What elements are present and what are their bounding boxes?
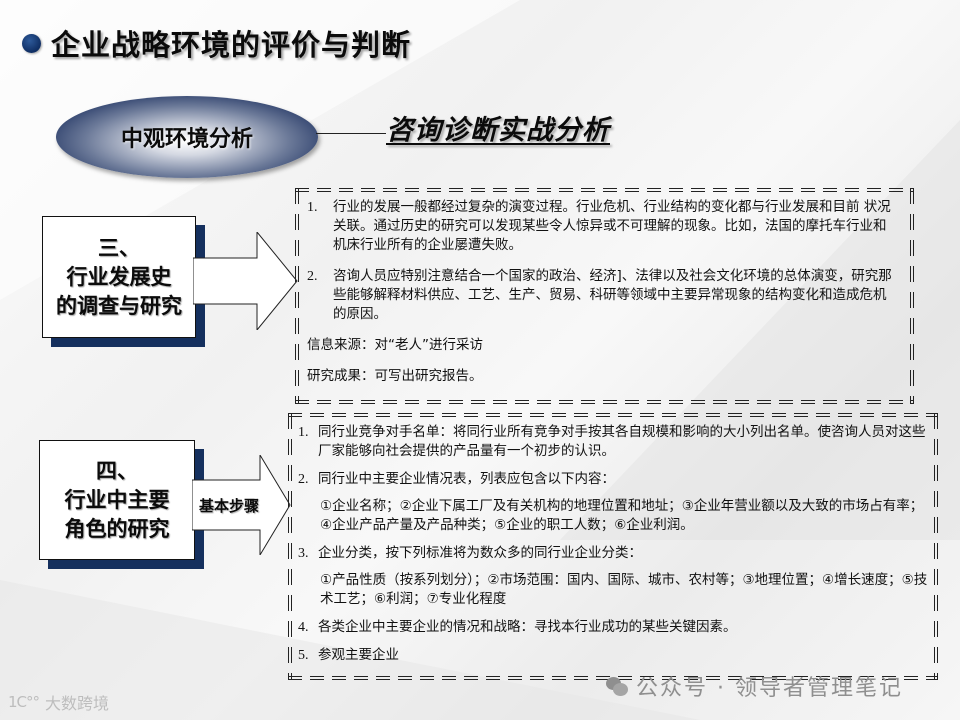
- brand-logo-icon: 1C°°: [8, 693, 40, 711]
- list-item: 3. 企业分类，按下列标准将为数众多的同行业企业分类：: [298, 545, 642, 561]
- list-subitem: ①产品性质（按系列划分）；②市场范围：国内、国际、城市、农村等；③地理位置；④增…: [320, 572, 928, 607]
- watermark-right-text: 公众号 · 领导者管理笔记: [636, 676, 903, 701]
- watermark-right: 公众号 · 领导者管理笔记: [606, 670, 903, 702]
- watermark-left: 1C°° 大数跨境: [8, 690, 109, 714]
- connector-line: [316, 133, 386, 134]
- arrow-right-icon: [192, 455, 292, 555]
- section-3-label-line: 三、: [98, 235, 140, 260]
- list-item: 1. 同行业竞争对手名单：将同行业所有竞争对手按其各自规模和影响的大小列出名单。…: [298, 424, 926, 459]
- section-4-label-line: 行业中主要: [64, 487, 170, 512]
- arrow-label: 基本步骤: [199, 497, 260, 515]
- list-item: 2. 咨询人员应特别注意结合一个国家的政治、经济]、法律以及社会文化环境的总体演…: [307, 268, 892, 322]
- slide-subtitle: 咨询诊断实战分析: [386, 115, 610, 146]
- list-subitem: ①企业名称；②企业下属工厂及有关机构的地理位置和地址；③企业年营业额以及大致的市…: [320, 498, 924, 533]
- list-item: 2. 同行业中主要企业情况表，列表应包含以下内容：: [298, 471, 615, 487]
- wechat-icon: [606, 676, 628, 696]
- slide-title-text: 企业战略环境的评价与判断: [51, 28, 412, 62]
- slide-title: 企业战略环境的评价与判断: [22, 22, 411, 64]
- section-4-label-box: 四、 行业中主要 角色的研究: [39, 440, 195, 560]
- info-source-note: 信息来源：对“老人”进行采访: [307, 337, 483, 353]
- bullet-icon: [22, 33, 41, 53]
- section-3-content-box: 1. 行业的发展一般都经过复杂的演变过程。行业危机、行业结构的变化都与行业发展和…: [295, 188, 914, 404]
- section-3-label-line: 的调查与研究: [56, 293, 182, 318]
- watermark-left-text: 大数跨境: [45, 694, 110, 713]
- list-item: 4. 各类企业中主要企业的情况和战略：寻找本行业成功的某些关键因素。: [298, 619, 737, 635]
- section-4-content-box: 1. 同行业竞争对手名单：将同行业所有竞争对手按其各自规模和影响的大小列出名单。…: [288, 413, 938, 680]
- section-4-label-line: 角色的研究: [64, 516, 170, 541]
- section-3-label-line: 行业发展史: [66, 264, 172, 289]
- list-item: 1. 行业的发展一般都经过复杂的演变过程。行业危机、行业结构的变化都与行业发展和…: [307, 199, 891, 253]
- list-item: 5. 参观主要企业: [298, 647, 399, 663]
- section-4-label-line: 四、: [96, 458, 138, 483]
- research-result-note: 研究成果：可写出研究报告。: [307, 368, 483, 384]
- section-3-label-box: 三、 行业发展史 的调查与研究: [42, 216, 196, 338]
- topic-oval-label: 中观环境分析: [120, 127, 253, 152]
- topic-oval: 中观环境分析: [56, 96, 318, 178]
- arrow-right-icon: [193, 232, 299, 330]
